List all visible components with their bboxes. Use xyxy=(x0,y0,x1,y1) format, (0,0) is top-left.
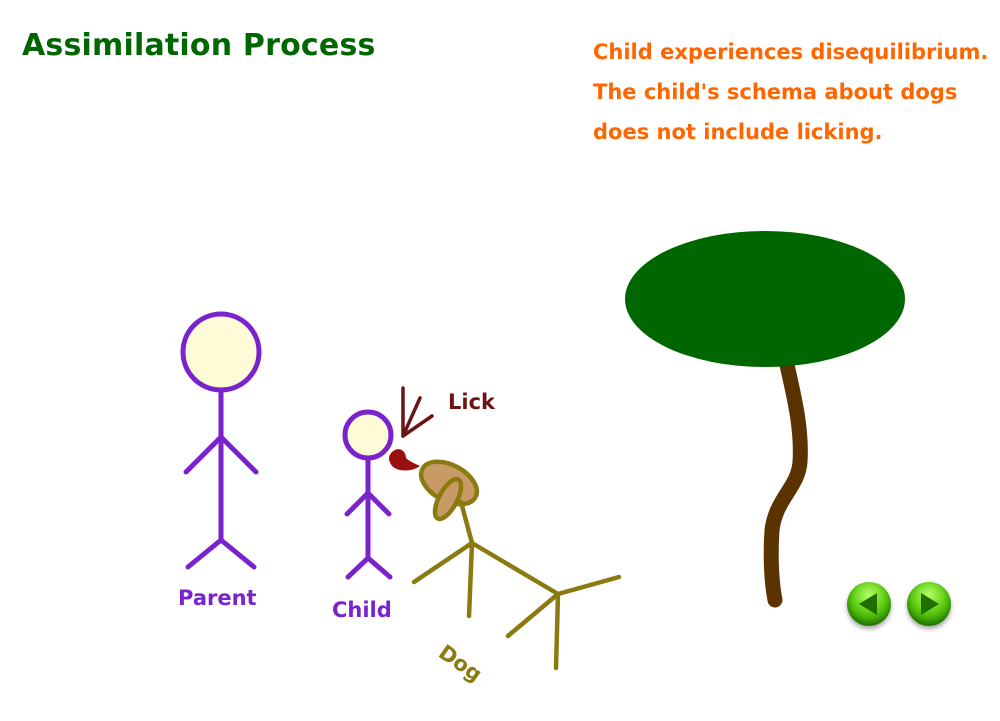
lick-label: Lick xyxy=(448,390,495,414)
tongue-icon xyxy=(389,449,420,471)
lick-arrow-icon xyxy=(401,386,434,438)
child-figure xyxy=(342,409,394,580)
page-title: Assimilation Process xyxy=(22,28,376,63)
triangle-right-icon xyxy=(921,593,939,615)
triangle-left-icon xyxy=(859,593,877,615)
child-label: Child xyxy=(332,598,392,622)
dog-figure xyxy=(411,459,622,671)
tree xyxy=(625,231,905,608)
next-button[interactable] xyxy=(907,582,951,626)
parent-figure xyxy=(180,311,262,570)
parent-label: Parent xyxy=(178,586,257,610)
caption-line-1: Child experiences disequilibrium. xyxy=(593,40,989,64)
previous-button[interactable] xyxy=(847,582,891,626)
explanation-caption: Child experiences disequilibrium. The ch… xyxy=(593,32,988,152)
caption-line-2: The child's schema about dogs xyxy=(593,80,958,104)
caption-line-3: does not include licking. xyxy=(593,120,883,144)
